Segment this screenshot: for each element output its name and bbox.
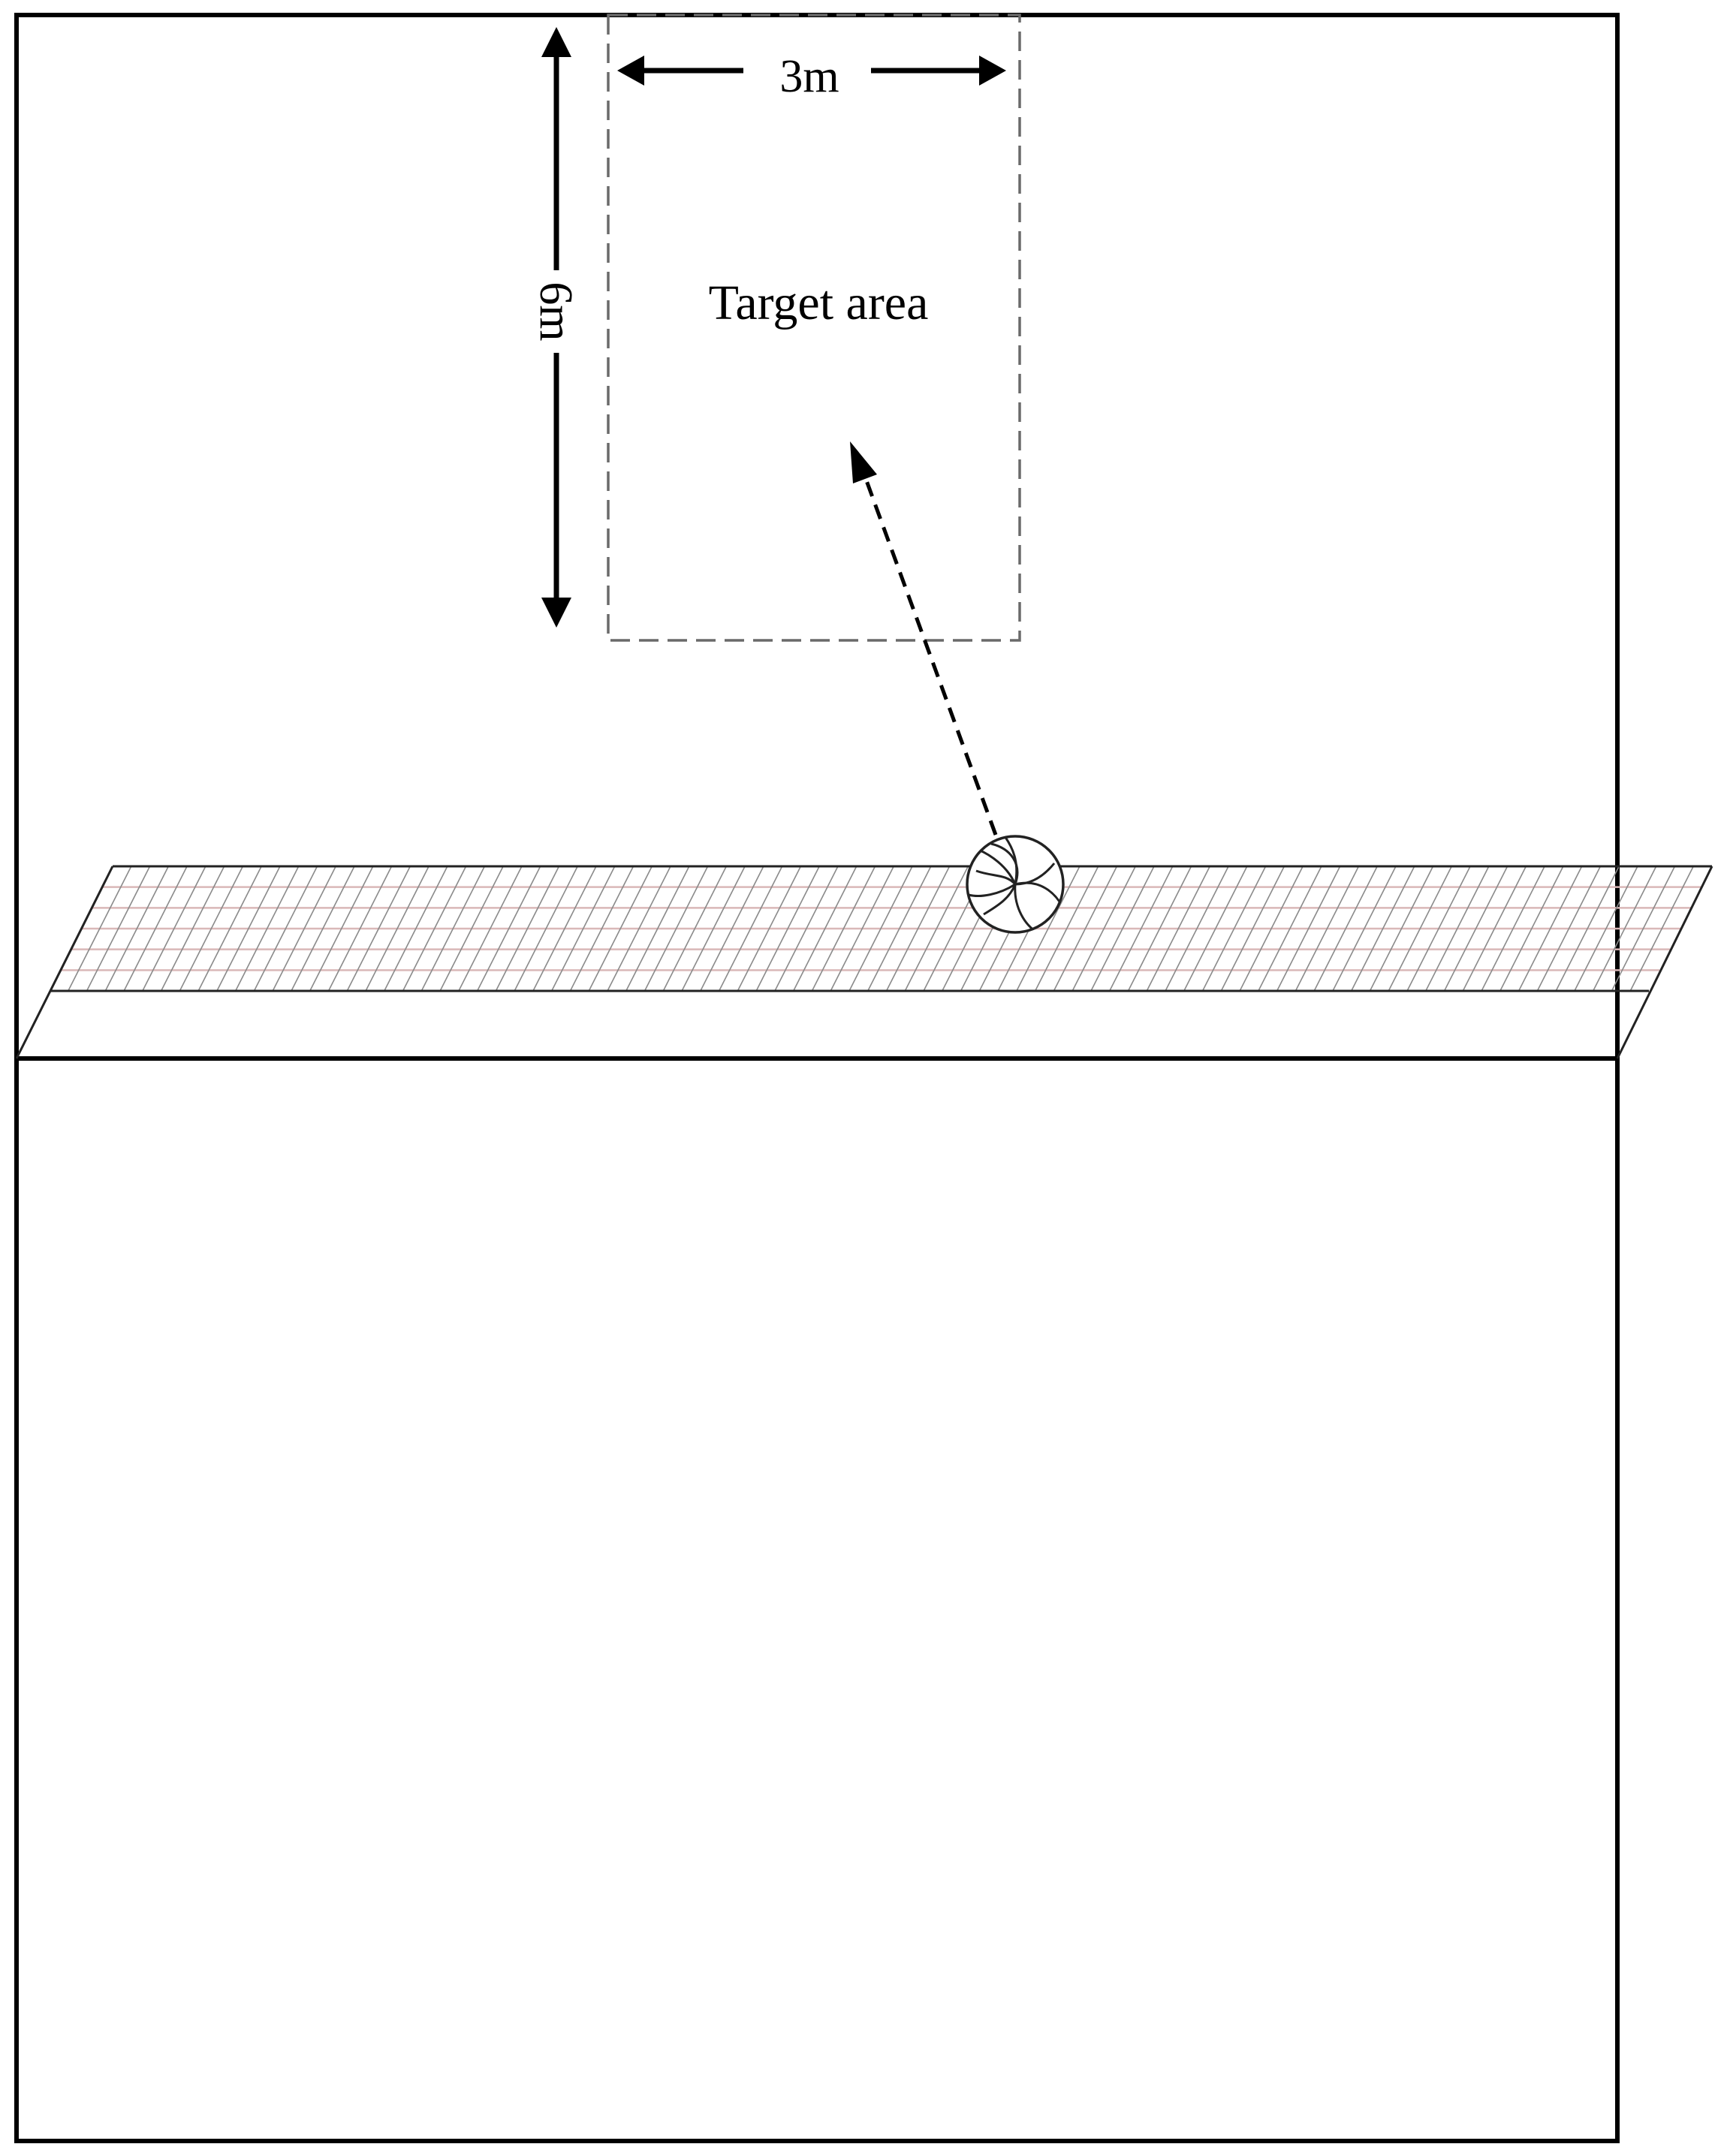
net-mesh-column [1258, 866, 1322, 992]
net-mesh-column [216, 866, 281, 992]
net-mesh-column [1071, 866, 1136, 992]
net-right-edge [1616, 866, 1713, 1059]
net-mesh-column [1239, 866, 1304, 992]
net-mesh-column [68, 866, 132, 992]
net-mesh-column [681, 866, 746, 992]
net-mesh-column [327, 866, 393, 992]
net-mesh-column [458, 866, 523, 992]
net-mesh-column [588, 866, 653, 992]
net-mesh-column [142, 866, 206, 992]
net-mesh-column [179, 866, 244, 992]
net-mesh-column [1611, 866, 1676, 992]
net-mesh-column [662, 866, 728, 992]
net-mesh-column [1369, 866, 1434, 992]
net-left-edge [15, 866, 114, 1059]
net-mesh-column [1481, 866, 1545, 992]
net-mesh-column [495, 866, 560, 992]
net-mesh-column [197, 866, 262, 992]
net-mesh-column [700, 866, 764, 992]
net-mesh-column [309, 866, 374, 992]
net-mesh-column [1406, 866, 1471, 992]
net-mesh-column [904, 866, 969, 992]
net-mesh-column [1016, 866, 1081, 992]
trajectory-arrowhead [850, 441, 877, 483]
net-mesh-column [625, 866, 690, 992]
net-mesh-column [1165, 866, 1229, 992]
net-mesh-column [1388, 866, 1452, 992]
net-mesh-column [1425, 866, 1490, 992]
net-mesh-column [402, 866, 467, 992]
net-mesh-column [291, 866, 355, 992]
net-mesh-column [365, 866, 429, 992]
net-mesh-column [569, 866, 634, 992]
net-mesh-column [792, 866, 857, 992]
net-mesh-column [1090, 866, 1155, 992]
net-mesh-column [476, 866, 541, 992]
net-mesh-column [607, 866, 671, 992]
net-mesh-column [123, 866, 188, 992]
net-mesh-column [718, 866, 783, 992]
net-mesh-column [848, 866, 913, 992]
net-mesh-column [272, 866, 336, 992]
net-mesh-column [1592, 866, 1657, 992]
net-mesh-column [253, 866, 318, 992]
net-mesh-column [737, 866, 802, 992]
volleyball-net [15, 865, 1713, 1059]
net-mesh-column [885, 866, 951, 992]
net-mesh-column [384, 866, 448, 992]
net-mesh-column [643, 866, 709, 992]
net-mesh-column [1443, 866, 1508, 992]
target-area-box [607, 14, 1021, 642]
net-mesh-column [420, 866, 486, 992]
length-label: 6m [530, 282, 581, 341]
net-mesh-column [1499, 866, 1564, 992]
net-mesh-column [774, 866, 839, 992]
net-mesh-column [867, 866, 932, 992]
net-mesh-column [551, 866, 616, 992]
net-mesh-column [1313, 866, 1378, 992]
net-mesh-column [830, 866, 894, 992]
volleyball-icon [966, 835, 1065, 934]
width-label: 3m [779, 51, 839, 102]
net-mesh-column [346, 866, 411, 992]
net-mesh-column [1555, 866, 1620, 992]
net-mesh-column [1146, 866, 1210, 992]
net-mesh-column [1351, 866, 1415, 992]
target-area-label: Target area [709, 276, 929, 330]
net-mesh-column [439, 866, 504, 992]
ball-trajectory-arrow [854, 451, 998, 836]
net-mesh-column [1201, 866, 1267, 992]
length-dimension: 6m [530, 27, 581, 628]
net-mesh-column [811, 866, 876, 992]
net-mesh-column [1220, 866, 1285, 992]
net-mesh-column [1034, 866, 1099, 992]
net-mesh-column [1109, 866, 1174, 992]
net-mesh-column [234, 866, 300, 992]
net-mesh-column [1053, 866, 1118, 992]
net-mesh-column [1276, 866, 1341, 992]
net-mesh-column [86, 866, 151, 992]
net-mesh-column [1518, 866, 1583, 992]
net-mesh-column [1574, 866, 1638, 992]
net-mesh-column [532, 866, 597, 992]
net-mesh-column [1183, 866, 1248, 992]
width-dimension: 3m [617, 51, 1006, 102]
net-mesh-column [1295, 866, 1360, 992]
net-mesh-column [160, 866, 225, 992]
net-mesh-column [1332, 866, 1397, 992]
court-near-half [14, 1056, 1620, 2143]
net-mesh-column [1629, 866, 1694, 992]
net-mesh-column [1462, 866, 1527, 992]
net-mesh-column [1127, 866, 1192, 992]
net-mesh-column [1536, 866, 1602, 992]
net-mesh-column [104, 866, 170, 992]
net-mesh-column [514, 866, 578, 992]
net-mesh-column [755, 866, 820, 992]
